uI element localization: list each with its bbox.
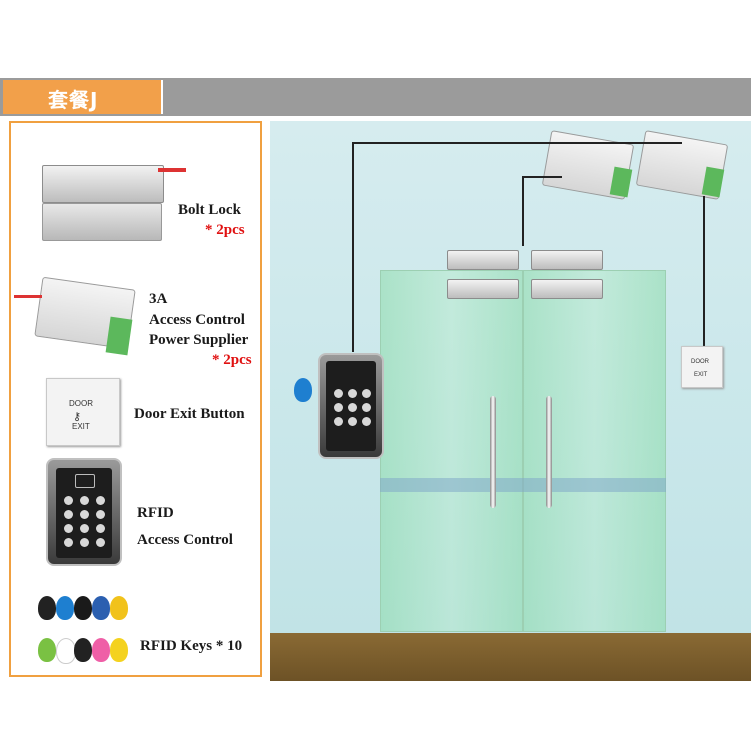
key-fob xyxy=(92,638,110,662)
scene-rfid-keypad xyxy=(318,353,384,459)
keypad-key xyxy=(96,510,105,519)
keypad-key xyxy=(80,538,89,547)
keypad-key xyxy=(334,417,343,426)
rfid-keypad-image xyxy=(46,458,122,566)
bolt-lock-wires xyxy=(158,168,186,172)
keypad-key xyxy=(64,496,73,505)
door-band-left xyxy=(380,478,523,492)
bolt-lock-bracket-image xyxy=(42,203,162,241)
floor xyxy=(270,633,751,681)
wire-exit-down xyxy=(703,196,705,346)
keypad-key xyxy=(362,389,371,398)
keypad-key xyxy=(96,524,105,533)
door-bolt-bracket-left xyxy=(447,279,519,299)
exit-button-door-text: DOOR xyxy=(69,399,93,408)
key-fob xyxy=(110,596,128,620)
scene-exit-exit-text: EXIT xyxy=(694,372,708,378)
bolt-lock-qty: * 2pcs xyxy=(205,222,245,238)
power-supply-qty: * 2pcs xyxy=(212,352,252,368)
scene-exit-button: DOOR EXIT xyxy=(681,346,723,388)
scene-exit-door-text: DOOR xyxy=(691,359,709,365)
key-fob xyxy=(56,596,74,620)
key-fob xyxy=(92,596,110,620)
door-bolt-lock-left xyxy=(447,250,519,270)
key-fob xyxy=(56,638,76,664)
scene-key-fob xyxy=(294,378,312,402)
keypad-key xyxy=(362,403,371,412)
door-bolt-lock-right xyxy=(531,250,603,270)
wire-keypad-up xyxy=(352,142,354,352)
rfid-label-line2: Access Control xyxy=(137,532,233,548)
keypad-key xyxy=(348,389,357,398)
power-supply-rating: 3A xyxy=(149,291,168,307)
keypad-key xyxy=(348,403,357,412)
power-supply-label-line2: Power Supplier xyxy=(149,332,249,348)
glass-door-left xyxy=(380,270,523,632)
exit-button-label: Door Exit Button xyxy=(134,406,245,422)
wire-top xyxy=(352,142,682,144)
door-bolt-bracket-right xyxy=(531,279,603,299)
exit-button-image: DOOR ⚷ EXIT xyxy=(46,378,120,446)
card-reader-icon xyxy=(75,474,95,488)
rfid-keys-label: RFID Keys * 10 xyxy=(140,638,243,654)
door-band-right xyxy=(523,478,666,492)
keypad-key xyxy=(334,389,343,398)
key-fob xyxy=(38,596,56,620)
keypad-key xyxy=(80,510,89,519)
rfid-label-line1: RFID xyxy=(137,505,174,521)
door-handle-right xyxy=(546,396,552,508)
glass-door-right xyxy=(523,270,666,632)
exit-button-exit-text: EXIT xyxy=(72,422,90,431)
keypad-key xyxy=(64,510,73,519)
key-fob xyxy=(74,638,92,662)
keypad-key xyxy=(96,538,105,547)
bolt-lock-image xyxy=(42,165,164,203)
wire-lock-top xyxy=(522,176,562,178)
door-handle-left xyxy=(490,396,496,508)
keypad-key xyxy=(80,496,89,505)
key-icon: ⚷ xyxy=(73,411,82,423)
power-supply-label-line1: Access Control xyxy=(149,312,245,328)
bolt-lock-label: Bolt Lock xyxy=(178,202,241,218)
keypad-key xyxy=(64,524,73,533)
key-fob xyxy=(38,638,56,662)
keypad-key xyxy=(362,417,371,426)
power-supply-wire xyxy=(14,295,42,298)
wire-lock-up xyxy=(522,176,524,246)
keypad-key xyxy=(334,403,343,412)
keypad-key xyxy=(64,538,73,547)
keypad-key xyxy=(96,496,105,505)
package-title: 套餐J xyxy=(48,88,99,112)
key-fob xyxy=(110,638,128,662)
rfid-keys-image xyxy=(34,586,134,670)
key-fob xyxy=(74,596,92,620)
header-tab xyxy=(3,80,163,114)
keypad-key xyxy=(80,524,89,533)
keypad-key xyxy=(348,417,357,426)
